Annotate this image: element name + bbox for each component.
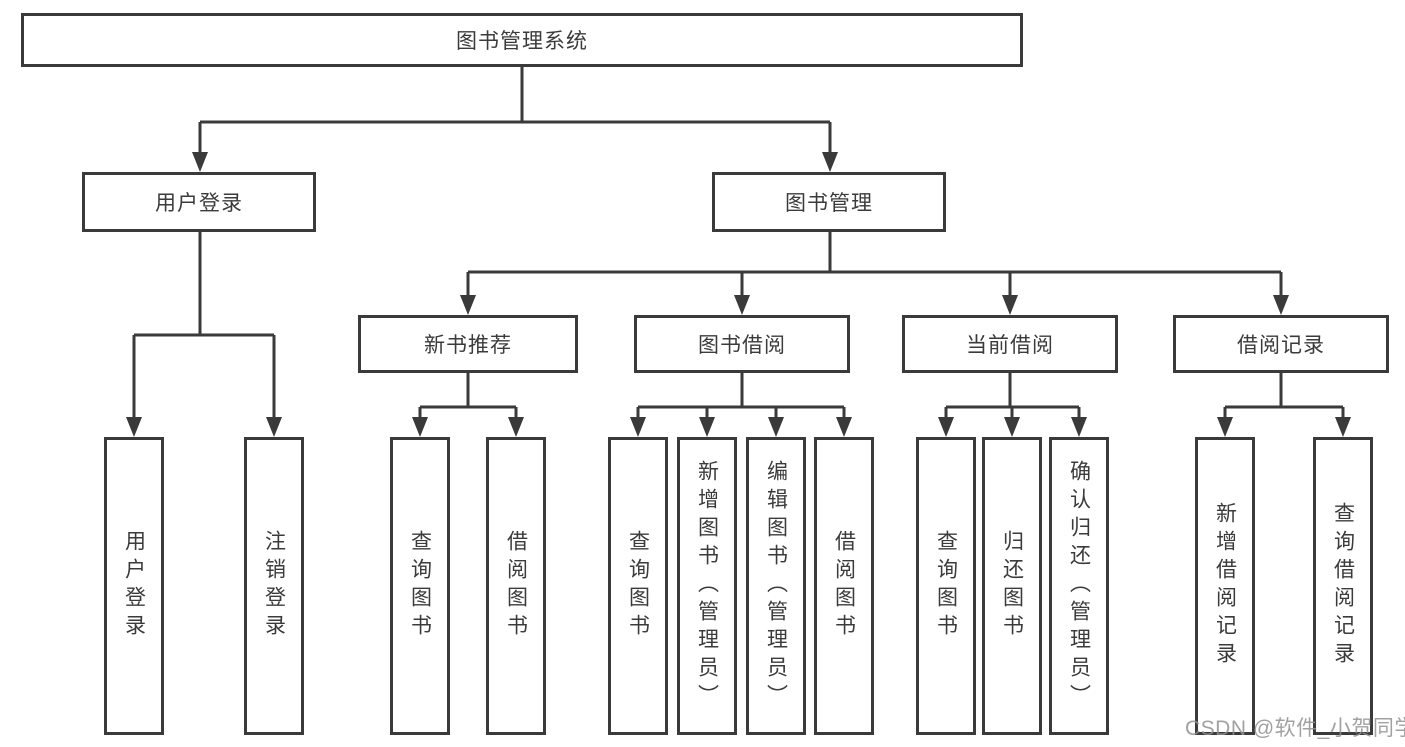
- leaf-query-book-borrow: 查询图书: [608, 437, 668, 735]
- arrow-down-icon: [412, 417, 428, 437]
- node-book-borrow: 图书借阅: [634, 315, 850, 373]
- leaf-query-book-recommend: 查询图书: [390, 437, 450, 735]
- arrow-down-icon: [192, 152, 208, 172]
- arrow-down-icon: [126, 417, 142, 437]
- node-label: 当前借阅: [966, 334, 1054, 357]
- node-label: 图书借阅: [698, 334, 786, 357]
- leaf-borrow-book-recommend: 借阅图书: [486, 437, 546, 735]
- leaf-label: 新增借阅记录: [1213, 502, 1237, 670]
- arrow-down-icon: [1335, 417, 1351, 437]
- arrow-down-icon: [836, 417, 852, 437]
- leaf-label: 归还图书: [1000, 530, 1024, 642]
- node-new-book-recommend: 新书推荐: [358, 315, 578, 373]
- leaf-label: 编辑图书（管理员）: [764, 460, 788, 712]
- node-borrow-record: 借阅记录: [1173, 315, 1389, 373]
- node-label: 图书管理系统: [456, 30, 588, 53]
- connector-current-borrow-to-leaves: [944, 373, 1081, 419]
- node-current-borrow: 当前借阅: [902, 315, 1118, 373]
- leaf-return-book: 归还图书: [982, 437, 1042, 735]
- leaf-logout: 注销登录: [244, 437, 304, 735]
- connector-user-login-to-leaves: [132, 232, 276, 419]
- leaf-borrow-book: 借阅图书: [814, 437, 874, 735]
- leaf-label: 用户登录: [122, 530, 146, 642]
- leaf-add-book-admin: 新增图书（管理员）: [677, 437, 737, 735]
- arrow-down-icon: [1217, 417, 1233, 437]
- node-user-login: 用户登录: [82, 172, 316, 232]
- leaf-query-borrow-record: 查询借阅记录: [1313, 437, 1373, 735]
- arrow-down-icon: [938, 417, 954, 437]
- node-label: 图书管理: [785, 192, 873, 215]
- node-book-management: 图书管理: [712, 172, 946, 232]
- node-label: 借阅记录: [1237, 334, 1325, 357]
- connector-book-mgmt-to-level3: [466, 232, 1283, 297]
- arrow-down-icon: [734, 295, 750, 315]
- leaf-label: 确认归还（管理员）: [1067, 460, 1091, 712]
- leaf-edit-book-admin: 编辑图书（管理员）: [746, 437, 806, 735]
- arrow-down-icon: [699, 417, 715, 437]
- arrow-down-icon: [1273, 295, 1289, 315]
- leaf-label: 查询图书: [408, 530, 432, 642]
- leaf-label: 注销登录: [262, 530, 286, 642]
- connector-root-to-level2: [198, 67, 832, 154]
- arrow-down-icon: [1004, 417, 1020, 437]
- arrow-down-icon: [508, 417, 524, 437]
- arrow-down-icon: [460, 295, 476, 315]
- arrow-down-icon: [1002, 295, 1018, 315]
- arrow-down-icon: [768, 417, 784, 437]
- node-label: 新书推荐: [424, 334, 512, 357]
- arrow-down-icon: [266, 417, 282, 437]
- connector-borrow-record-to-leaves: [1223, 373, 1345, 419]
- leaf-label: 查询图书: [626, 530, 650, 642]
- node-library-system: 图书管理系统: [21, 13, 1023, 67]
- leaf-label: 借阅图书: [504, 530, 528, 642]
- leaf-confirm-return-admin: 确认归还（管理员）: [1049, 437, 1109, 735]
- arrow-down-icon: [822, 152, 838, 172]
- leaf-label: 查询图书: [934, 530, 958, 642]
- leaf-query-book-current: 查询图书: [916, 437, 976, 735]
- leaf-label: 新增图书（管理员）: [695, 460, 719, 712]
- arrow-down-icon: [1071, 417, 1087, 437]
- leaf-label: 查询借阅记录: [1331, 502, 1355, 670]
- leaf-add-borrow-record: 新增借阅记录: [1195, 437, 1255, 735]
- node-label: 用户登录: [155, 192, 243, 215]
- leaf-label: 借阅图书: [832, 530, 856, 642]
- csdn-watermark: CSDN @软件_小贺同学: [1185, 717, 1405, 740]
- connector-book-borrow-to-leaves: [636, 373, 846, 419]
- connector-new-book-to-leaves: [418, 373, 518, 419]
- arrow-down-icon: [630, 417, 646, 437]
- leaf-user-login: 用户登录: [104, 437, 164, 735]
